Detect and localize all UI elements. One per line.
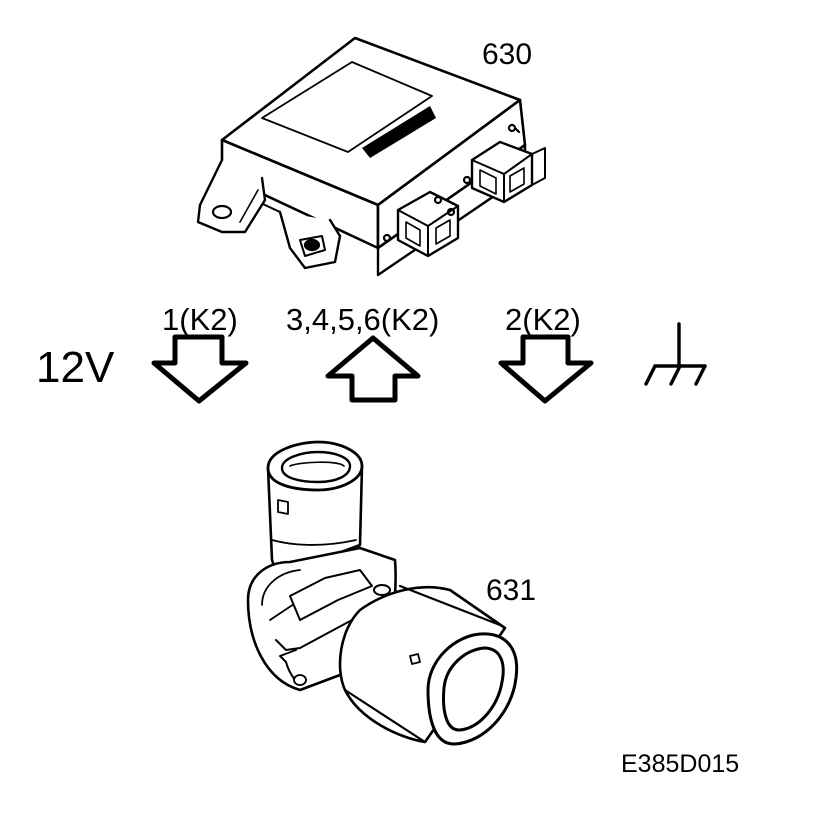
pin-2-label: 2(K2)	[505, 302, 581, 337]
supply-voltage-label: 12V	[36, 343, 115, 392]
pin-1-label: 1(K2)	[162, 302, 238, 337]
control-module-number: 630	[482, 38, 533, 71]
pins-3456-label: 3,4,5,6(K2)	[286, 302, 440, 337]
sensor-631-drawing	[246, 440, 519, 746]
ground-icon	[644, 322, 707, 386]
figure-code: E385D015	[621, 750, 740, 778]
pin-2-down-arrow	[498, 334, 594, 404]
sensor-number: 631	[486, 574, 537, 607]
pin-1-down-arrow	[151, 334, 249, 404]
control-module-630-drawing	[196, 36, 546, 277]
pins-3456-up-arrow	[325, 335, 421, 403]
